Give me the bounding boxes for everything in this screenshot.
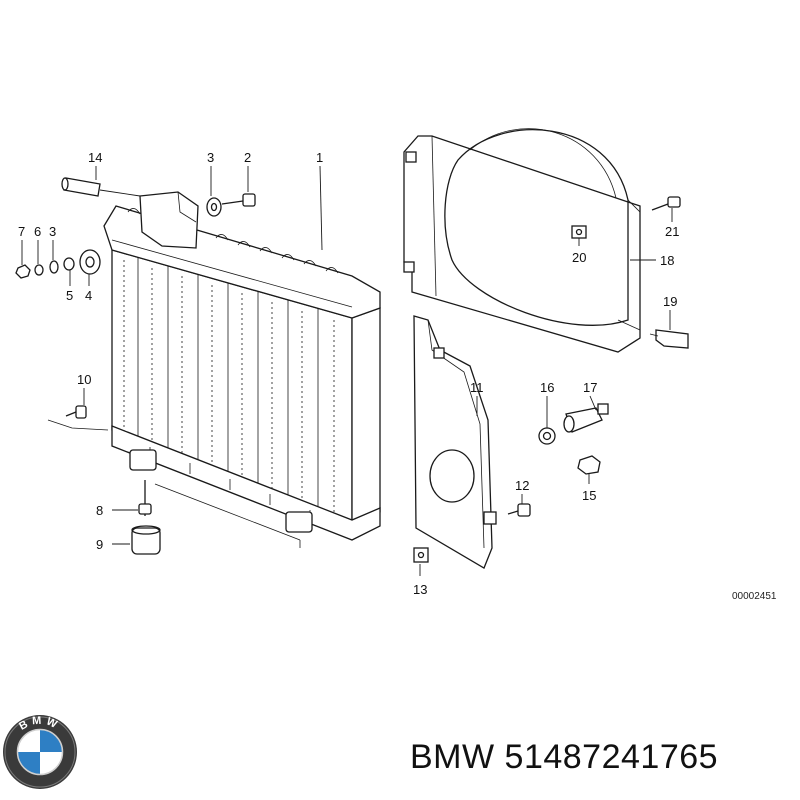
fan-shroud-illustration (403, 128, 641, 353)
callout-8: 8 (96, 503, 103, 518)
bmw-logo: BMW (3, 715, 77, 789)
diagram-reference-number: 00002451 (732, 591, 777, 602)
callout-3b: 3 (49, 224, 56, 239)
washer-part-6 (34, 264, 44, 276)
callout-3: 3 (207, 150, 214, 165)
callout-9: 9 (96, 537, 103, 552)
callout-2: 2 (244, 150, 251, 165)
washer-part-3b (49, 260, 59, 274)
part-number: 51487241765 (504, 738, 719, 776)
callout-1: 1 (316, 150, 323, 165)
screw-part-21 (651, 196, 681, 211)
callout-19: 19 (663, 294, 677, 309)
callout-15: 15 (582, 488, 596, 503)
screw-part-10 (47, 405, 109, 431)
nut-part-7 (15, 264, 31, 279)
bracket-illustration (413, 315, 497, 569)
nut-part-13 (413, 547, 429, 563)
callout-17: 17 (583, 380, 597, 395)
callout-4: 4 (85, 288, 92, 303)
callout-13: 13 (413, 582, 427, 597)
callout-14: 14 (88, 150, 102, 165)
bolt-part-2 (221, 193, 256, 207)
callout-7: 7 (18, 224, 25, 239)
product-title: BMW 51487241765 (410, 738, 718, 777)
nut-part-20 (571, 225, 587, 239)
callout-12: 12 (515, 478, 529, 493)
bolt-part-12 (507, 503, 531, 517)
callout-18: 18 (660, 253, 674, 268)
washer-part-3 (206, 197, 222, 217)
hose-part-14 (61, 177, 101, 197)
clip-part-19 (649, 329, 689, 349)
seal-ring-part-16 (538, 427, 556, 445)
callout-5: 5 (66, 288, 73, 303)
pin-part-8 (138, 480, 152, 516)
leader-lines (21, 165, 673, 576)
callout-16: 16 (540, 380, 554, 395)
radiator-illustration (103, 191, 381, 548)
callout-10: 10 (77, 372, 91, 387)
temperature-switch-part-17 (563, 403, 609, 433)
callout-20: 20 (572, 250, 586, 265)
callout-6: 6 (34, 224, 41, 239)
callout-21: 21 (665, 224, 679, 239)
rubber-mount-part-9 (131, 525, 161, 555)
spacer-part-5 (63, 257, 75, 271)
plug-part-15 (577, 455, 601, 475)
callout-11: 11 (470, 380, 484, 395)
callout-labels: 1 2 3 3 4 5 6 7 8 9 10 11 12 13 14 15 16… (18, 150, 777, 602)
brand-name: BMW (410, 738, 495, 776)
grommet-part-4 (79, 249, 101, 275)
